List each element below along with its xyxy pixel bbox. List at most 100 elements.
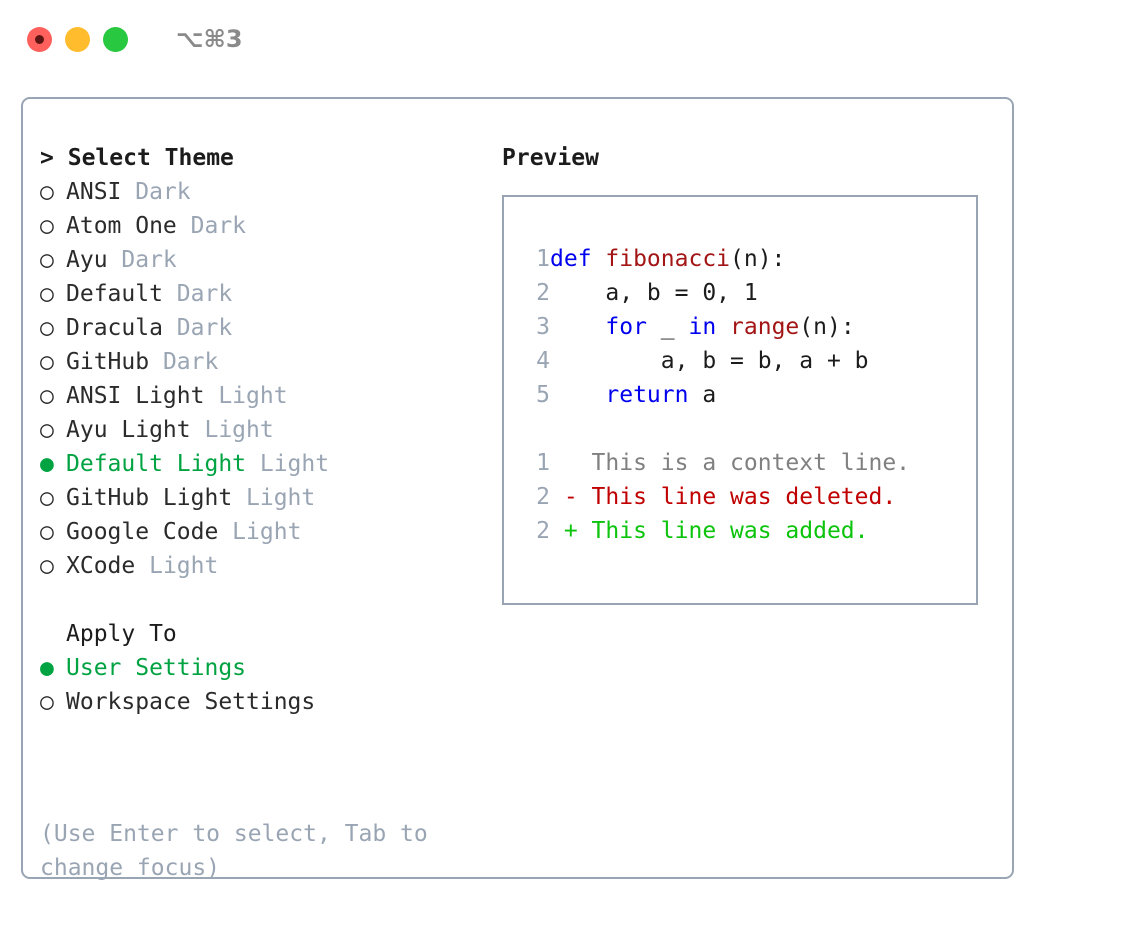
code-line xyxy=(522,412,976,446)
code-line: 3 for _ in range(n): xyxy=(522,310,976,344)
radio-unselected-icon[interactable]: ○ xyxy=(40,689,54,715)
code-token-plain xyxy=(550,416,564,442)
code-token-plain: _ xyxy=(646,314,689,340)
theme-list-item[interactable]: ○ GitHub Light Light xyxy=(40,481,480,515)
maximize-button-icon[interactable] xyxy=(103,26,128,52)
code-line-number: 3 xyxy=(536,314,550,340)
minimize-button-icon[interactable] xyxy=(65,26,90,52)
radio-unselected-icon[interactable]: ○ xyxy=(40,213,54,239)
code-line: 2 + This line was added. xyxy=(522,514,976,548)
apply-to-heading: Apply To xyxy=(66,621,177,647)
code-token-plain: a, b = b, a + b xyxy=(550,348,869,374)
theme-list-item-category: Light xyxy=(246,451,330,477)
theme-list-item[interactable]: ○Ayu Light Light xyxy=(40,413,480,447)
theme-list-item-label: Google Code xyxy=(66,519,219,545)
radio-unselected-icon[interactable]: ○ xyxy=(40,383,54,409)
theme-list: ○ ANSI Dark ○ Atom One Dark ○ Ayu Dark ○ Defaul… xyxy=(40,175,480,583)
preview-heading: Preview xyxy=(502,145,599,171)
code-token-fn: fibonacci xyxy=(605,246,731,272)
code-line-number: 2 xyxy=(536,518,550,544)
theme-list-item-label: Default Light xyxy=(66,451,247,477)
code-token-plain: (n): xyxy=(730,246,786,272)
apply-to-list-item-label: Workspace Settings xyxy=(66,689,316,715)
code-line: 5 return a xyxy=(522,378,976,412)
theme-list-item-category: Dark xyxy=(107,247,177,273)
theme-list-item[interactable]: ○ ANSI Dark xyxy=(40,175,480,209)
code-line: 4 a, b = b, a + b xyxy=(522,344,976,378)
apply-to-list: ● User Settings ○ Workspace Settings xyxy=(40,651,480,719)
theme-list-item-category: Dark xyxy=(121,179,191,205)
code-token-kw: in xyxy=(688,314,731,340)
theme-list-item[interactable]: ○GitHub Dark xyxy=(40,345,480,379)
apply-to-list-item-label: User Settings xyxy=(66,655,247,681)
code-line-number: 4 xyxy=(536,348,550,374)
code-line-number: 2 xyxy=(536,280,550,306)
theme-list-item-label: Atom One xyxy=(66,213,177,239)
title-bar: ⌥⌘3 xyxy=(0,0,1140,78)
code-line-number: 2 xyxy=(536,484,550,510)
radio-unselected-icon[interactable]: ○ xyxy=(40,553,54,579)
code-line: 2 a, b = 0, 1 xyxy=(522,276,976,310)
radio-unselected-icon[interactable]: ○ xyxy=(40,281,54,307)
theme-selector-column: > Select Theme ○ANSI Dark○Atom One Dark○… xyxy=(40,141,480,719)
select-theme-heading-marker: > xyxy=(40,145,54,171)
theme-list-item[interactable]: ○Google Code Light xyxy=(40,515,480,549)
theme-list-item-label: Dracula xyxy=(66,315,163,341)
code-line-number: 1 xyxy=(536,450,550,476)
keyboard-shortcut-label: ⌥⌘3 xyxy=(176,25,243,53)
theme-list-item-label: Ayu xyxy=(66,247,108,273)
radio-unselected-icon[interactable]: ○ xyxy=(40,247,54,273)
code-token-plain xyxy=(550,314,605,340)
theme-list-item-category: Light xyxy=(232,485,316,511)
code-token-ctx: This is a context line. xyxy=(550,450,911,476)
apply-to-list-item[interactable]: ● User Settings xyxy=(40,651,480,685)
keyboard-hint-text: (Use Enter to select, Tab to change focu… xyxy=(40,817,460,885)
radio-unselected-icon[interactable]: ○ xyxy=(40,519,54,545)
code-token-del: - This line was deleted. xyxy=(550,484,897,510)
code-line: 2 - This line was deleted. xyxy=(522,480,976,514)
radio-unselected-icon[interactable]: ○ xyxy=(40,315,54,341)
theme-list-item-category: Dark xyxy=(149,349,219,375)
theme-list-item[interactable]: ○ Default Dark xyxy=(40,277,480,311)
theme-list-item-category: Light xyxy=(135,553,219,579)
select-theme-heading-label: Select Theme xyxy=(67,145,234,171)
theme-list-item-category: Dark xyxy=(162,281,233,307)
theme-list-item[interactable]: ○ ANSI Light Light xyxy=(40,379,480,413)
radio-unselected-icon[interactable]: ○ xyxy=(40,417,54,443)
theme-list-item-category: Dark xyxy=(176,213,247,239)
code-line: 1def fibonacci(n): xyxy=(522,242,976,276)
close-button-icon[interactable] xyxy=(27,26,52,52)
theme-list-item[interactable]: ○Dracula Dark xyxy=(40,311,480,345)
code-token-plain: a, b = 0, 1 xyxy=(550,280,758,306)
keyboard-hint-line-1: (Use Enter to select, Tab to xyxy=(40,821,428,847)
code-token-kw: def xyxy=(550,246,606,272)
main-panel: > Select Theme ○ANSI Dark○Atom One Dark○… xyxy=(21,97,1014,881)
theme-list-item-label: ANSI Light xyxy=(66,383,205,409)
theme-list-item[interactable]: ○ Ayu Dark xyxy=(40,243,480,277)
theme-list-item[interactable]: ● Default Light Light xyxy=(40,447,480,481)
code-token-kw: for xyxy=(605,314,647,340)
theme-list-item[interactable]: ○ Atom One Dark xyxy=(40,209,480,243)
radio-unselected-icon[interactable]: ○ xyxy=(40,179,54,205)
code-token-kw: return xyxy=(605,382,689,408)
theme-list-item-label: ANSI xyxy=(66,179,122,205)
traffic-light-controls xyxy=(27,26,128,52)
code-token-add: + This line was added. xyxy=(550,518,869,544)
code-token-plain: a xyxy=(688,382,717,408)
theme-list-item-category: Light xyxy=(190,417,274,443)
theme-list-item-category: Light xyxy=(204,383,288,409)
radio-unselected-icon[interactable]: ○ xyxy=(40,349,54,375)
code-line-number: 1 xyxy=(536,246,550,272)
code-token-fn: range xyxy=(730,314,800,340)
apply-to-list-item[interactable]: ○ Workspace Settings xyxy=(40,685,480,719)
radio-selected-icon[interactable]: ● xyxy=(40,451,54,477)
theme-list-item-label: XCode xyxy=(66,553,136,579)
radio-unselected-icon[interactable]: ○ xyxy=(40,485,54,511)
theme-list-item-label: GitHub Light xyxy=(66,485,233,511)
radio-selected-icon[interactable]: ● xyxy=(40,655,54,681)
theme-list-item[interactable]: ○ XCode Light xyxy=(40,549,480,583)
theme-list-item-label: Default xyxy=(66,281,163,307)
